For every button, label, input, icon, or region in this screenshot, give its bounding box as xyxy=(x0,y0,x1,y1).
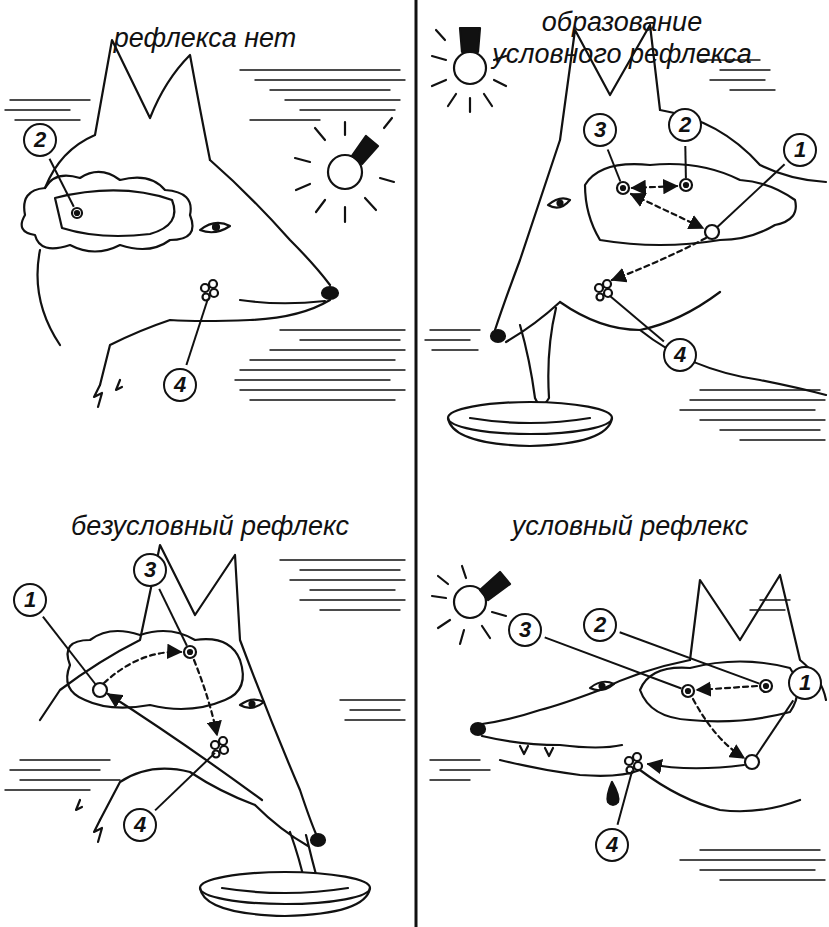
callout-number: 4 xyxy=(163,368,197,402)
callout-number: 3 xyxy=(133,553,167,587)
callout-number: 1 xyxy=(788,666,822,700)
callout-number: 4 xyxy=(123,808,157,842)
leader-line xyxy=(618,771,633,825)
callout-number: 3 xyxy=(508,613,542,647)
callout-number: 2 xyxy=(583,608,617,642)
leader-line xyxy=(545,637,682,688)
panel-title: рефлекса нет xyxy=(55,22,355,54)
callout-number: 4 xyxy=(595,828,629,862)
callout-number: 4 xyxy=(663,338,697,372)
leader-line xyxy=(50,159,74,207)
callout-number: 3 xyxy=(583,113,617,147)
panel-title: образование условного рефлекса xyxy=(492,6,752,70)
leader-line xyxy=(756,700,793,756)
callout-number: 2 xyxy=(23,123,57,157)
callout-number: 1 xyxy=(783,133,817,167)
leader-line xyxy=(620,632,760,683)
leader-line xyxy=(186,299,208,365)
leader-line xyxy=(608,150,621,182)
panel-title: условный рефлекс xyxy=(430,510,829,542)
leader-line xyxy=(43,617,96,685)
panel-title: безусловный рефлекс xyxy=(20,510,400,542)
leader-line xyxy=(717,164,785,227)
leader-line xyxy=(155,753,215,811)
callout-number: 2 xyxy=(668,108,702,142)
leader-line xyxy=(609,296,664,342)
leader-line xyxy=(159,589,187,646)
callout-number: 1 xyxy=(13,583,47,617)
leader-line xyxy=(684,146,687,178)
